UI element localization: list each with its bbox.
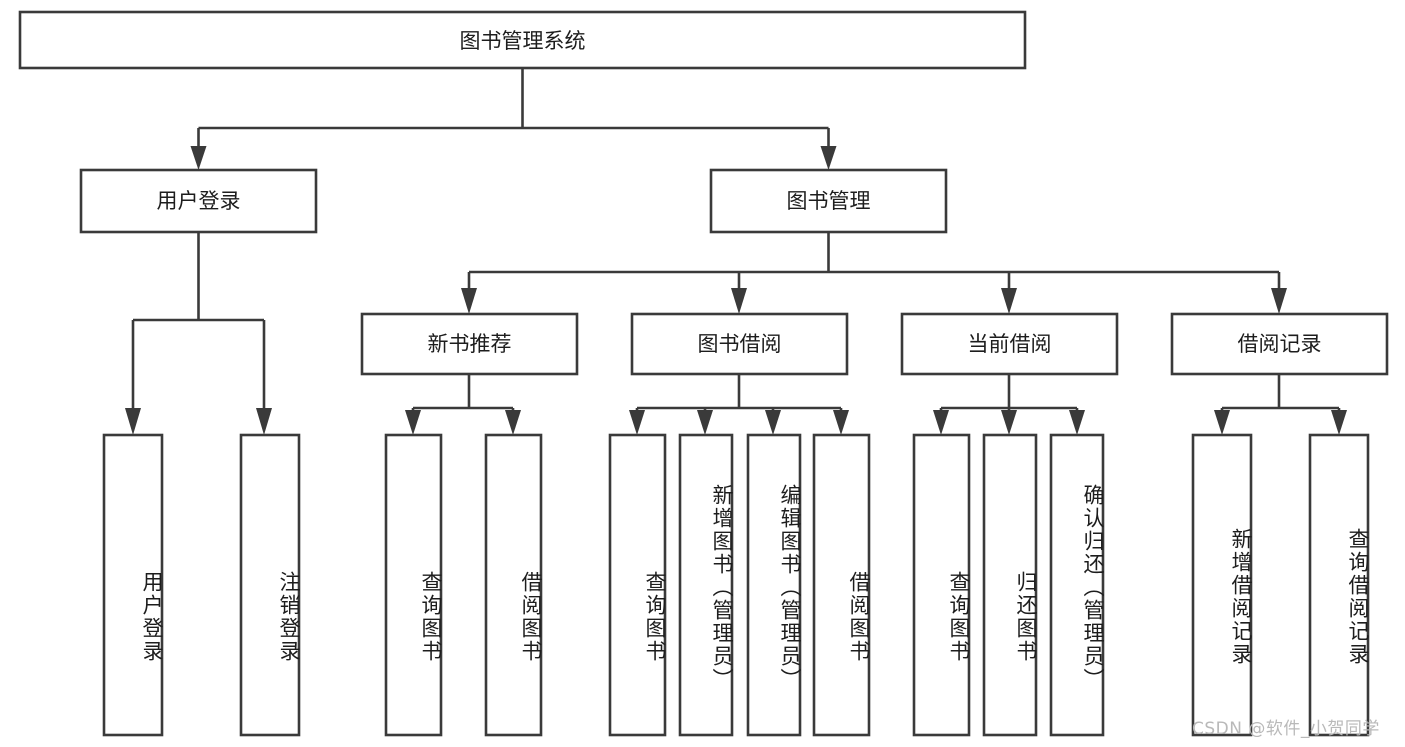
node-current-borrow-label: 当前借阅 [968, 332, 1052, 356]
arrow-borrow-record-c2 [1331, 410, 1347, 435]
leaf-box-query-book-borrow[interactable] [608, 433, 667, 737]
node-user-login-label: 用户登录 [157, 189, 241, 213]
leaf-box-edit-book-admin[interactable] [746, 433, 802, 737]
node-book-borrow-box[interactable] [630, 312, 849, 376]
leaf-box-return-book[interactable] [982, 433, 1038, 737]
node-book-borrow-label: 图书借阅 [698, 332, 782, 356]
leaf-box-query-borrow-record[interactable] [1308, 433, 1370, 737]
leaf-box-query-book-rec[interactable] [384, 433, 443, 737]
arrow-current-borrow-c1 [933, 410, 949, 435]
node-user-login-box[interactable] [79, 168, 318, 234]
arrow-book-borrow-c4 [833, 410, 849, 435]
node-current-borrow-box[interactable] [900, 312, 1119, 376]
leaf-box-query-book-current[interactable] [912, 433, 971, 737]
node-new-book-box[interactable] [360, 312, 579, 376]
arrow-current-borrow-c3 [1069, 410, 1085, 435]
node-borrow-record-box[interactable] [1170, 312, 1389, 376]
node-book-manage-label: 图书管理 [787, 189, 871, 213]
leaf-box-borrow-book[interactable] [812, 433, 871, 737]
arrow-to-book-manage [820, 146, 837, 170]
node-root-label: 图书管理系统 [460, 29, 586, 53]
arrow-to-borrow-record [1271, 288, 1287, 314]
leaf-box-borrow-book-rec[interactable] [484, 433, 543, 737]
leaf-box-user-login[interactable] [102, 433, 164, 737]
node-borrow-record-label: 借阅记录 [1238, 332, 1322, 356]
arrow-book-borrow-c3 [765, 410, 781, 435]
node-book-manage-box[interactable] [709, 168, 948, 234]
arrow-to-user-login [190, 146, 207, 170]
arrow-to-new-book [461, 288, 477, 314]
arrow-to-book-borrow [731, 288, 747, 314]
node-new-book-label: 新书推荐 [428, 332, 512, 356]
leaf-box-add-borrow-record[interactable] [1191, 433, 1253, 737]
arrow-new-book-c2 [505, 410, 521, 435]
edge-layer [125, 68, 1347, 435]
arrow-current-borrow-c2 [1001, 410, 1017, 435]
leaf-box-add-book-admin[interactable] [678, 433, 734, 737]
leaf-box-logout[interactable] [239, 433, 301, 737]
node-root-box[interactable] [18, 10, 1027, 70]
arrow-book-borrow-c1 [629, 410, 645, 435]
arrow-user-login-child1 [125, 408, 141, 435]
node-layer: 图书管理系统 用户登录 图书管理 新书推荐 图书借阅 当前借阅 借阅记录 [18, 10, 1389, 737]
arrow-to-current-borrow [1001, 288, 1017, 314]
csdn-watermark: CSDN @软件_小贺同学 [1192, 719, 1380, 739]
arrow-borrow-record-c1 [1214, 410, 1230, 435]
arrow-new-book-c1 [405, 410, 421, 435]
arrow-user-login-child2 [256, 408, 272, 435]
leaf-box-confirm-return-admin[interactable] [1049, 433, 1105, 737]
arrow-book-borrow-c2 [697, 410, 713, 435]
